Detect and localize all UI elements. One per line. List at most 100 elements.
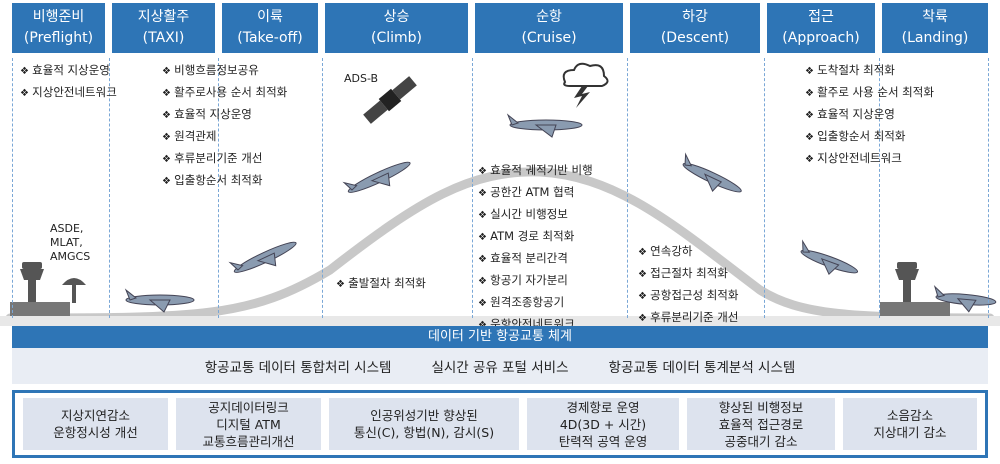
satellite-icon [363,76,417,124]
feature-item: 공한간 ATM 협력 [478,182,593,204]
feature-item: 원격조종항공기 [478,292,593,314]
phase-label-ko: 접근 [808,9,834,25]
airplane-icon [506,113,583,138]
phase-label-ko: 지상활주 [137,9,190,25]
outcome-box: 인공위성기반 향상된 통신(C), 항법(N), 감시(S) [329,398,519,450]
control-tower-icon [10,262,70,316]
outcome-line: 경제항로 운영 [566,399,640,415]
outcome-line: 운항정시성 개선 [53,425,138,440]
feature-item: 입출항순서 최적화 [805,126,934,148]
feature-item: ATM 경로 최적화 [478,226,593,248]
phase-label-en: (Take-off) [237,30,303,46]
phase-label-ko: 하강 [682,9,708,25]
ground-system-line: ASDE, [50,222,84,235]
outcome-box: 소음감소 지상대기 감소 [843,398,977,450]
feature-item: 공항접근성 최적화 [638,285,738,307]
outcome-line: 공지데이터링크 [208,399,289,415]
phase-cruise: 순항 (Cruise) [475,3,623,53]
outcome-line: 지상대기 감소 [873,425,947,440]
separator [764,58,765,318]
separator [322,58,323,318]
separator [472,58,473,318]
phase-label-en: (Landing) [901,30,969,46]
outcome-box: 향상된 비행정보 효율적 접근경로 공중대기 감소 [687,398,835,450]
cruise-features: 효율적 궤적기반 비행 공한간 ATM 협력 실시간 비행정보 ATM 경로 최… [478,160,593,336]
ground-systems-label: ASDE, MLAT, AMGCS [50,222,90,264]
feature-item: 지상안전네트워크 [805,148,934,170]
feature-item: 입출항순서 최적화 [162,170,287,192]
feature-item: 활주로사용 순서 최적화 [162,82,287,104]
phase-label-ko: 착륙 [922,9,948,25]
feature-item: 접근절차 최적화 [638,263,738,285]
feature-item: 출발절차 최적화 [336,273,426,295]
feature-item: 효율적 궤적기반 비행 [478,160,593,182]
outcome-box: 지상지연감소 운항정시성 개선 [23,398,168,450]
ground-system-line: AMGCS [50,250,91,263]
outcome-line: 인공위성기반 향상된 [370,408,478,423]
separator [12,58,13,318]
feature-item: 효율적 지상운영 [20,60,117,82]
control-tower-icon [880,262,950,316]
phase-label-en: (Cruise) [521,30,577,46]
feature-item: 활주로 사용 순서 최적화 [805,82,934,104]
separator [879,58,880,318]
outcome-line: 효율적 접근경로 [718,416,804,432]
feature-item: 효율적 지상운영 [805,104,934,126]
airplane-icon [682,152,742,193]
outcome-line: 지상지연감소 [60,408,130,423]
airplane-icon [933,285,997,313]
phase-header-row: 비행준비(Preflight) 지상활주(TAXI) 이륙(Take-off) … [0,0,1000,56]
outcome-line: 향상된 비행정보 [718,399,804,415]
outcome-line: 디지털 ATM [216,416,281,432]
outcomes-panel: 지상지연감소 운항정시성 개선 공지데이터링크 디지털 ATM 교통흐름관리개선… [12,390,988,458]
phase-label-ko: 상승 [383,9,410,25]
phase-label-en: (Descent) [660,30,730,46]
phase-approach: 접근 (Approach) [767,3,875,53]
feature-item: 비행흐름정보공유 [162,60,287,82]
phase-label-ko: 순항 [536,9,562,25]
phase-label-en: (Preflight) [23,30,94,46]
outcome-line: 공중대기 감소 [724,433,798,449]
feature-item: 지상안전네트워크 [20,82,117,104]
storm-cloud-icon [562,62,609,108]
feature-item: 원격관제 [162,126,287,148]
phase-preflight: 비행준비 (Preflight) [12,3,105,53]
feature-item: 효율적 분리간격 [478,248,593,270]
phase-descent: 하강 (Descent) [630,3,760,53]
climb-features: 출발절차 최적화 [336,273,426,295]
airplane-icon [342,161,411,193]
radar-dish-icon [62,278,86,303]
outcome-box: 공지데이터링크 디지털 ATM 교통흐름관리개선 [176,398,321,450]
feature-item: 항공기 자가분리 [478,270,593,292]
outcome-box: 경제항로 운영 4D(3D + 시간) 탄력적 공역 운영 [527,398,679,450]
ground-system-line: MLAT, [50,236,83,249]
feature-item: 실시간 비행정보 [478,204,593,226]
system-item: 항공교통 데이터 통계분석 시스템 [608,360,796,376]
phase-landing: 착륙 (Landing) [882,3,988,53]
feature-item: 후류분리기준 개선 [162,148,287,170]
phase-label-ko: 이륙 [257,9,283,25]
systems-band: 항공교통 데이터 통합처리 시스템 실시간 공유 포털 서비스 항공교통 데이터… [12,348,988,384]
approach-features: 도착절차 최적화 활주로 사용 순서 최적화 효율적 지상운영 입출항순서 최적… [805,60,934,170]
system-item: 실시간 공유 포털 서비스 [431,360,569,376]
separator [627,58,628,318]
airplane-icon [124,288,195,313]
outcome-line: 교통흐름관리개선 [202,433,295,449]
outcome-line: 탄력적 공역 운영 [558,433,648,449]
feature-item: 후류분리기준 개선 [638,307,738,329]
outcome-line: 4D(3D + 시간) [559,416,647,432]
phase-climb: 상승(Climb) [325,3,468,53]
taxi-features: 비행흐름정보공유 활주로사용 순서 최적화 효율적 지상운영 원격관제 후류분리… [162,60,287,192]
airplane-icon [800,239,859,276]
outcome-line: 통신(C), 항법(N), 감시(S) [353,425,495,440]
phase-label-ko: 비행준비 [32,9,85,25]
feature-item: 연속강하 [638,241,738,263]
descent-features: 연속강하 접근절차 최적화 공항접근성 최적화 후류분리기준 개선 [638,241,738,329]
airplane-icon [228,241,297,273]
phase-label-en: (TAXI) [142,30,185,46]
phase-label-en: (Approach) [782,30,860,46]
ads-b-label: ADS-B [344,72,379,85]
preflight-features: 효율적 지상운영 지상안전네트워크 [20,60,117,104]
separator [109,58,110,318]
data-based-atm-band: 데이터 기반 항공교통 체계 [12,326,988,348]
